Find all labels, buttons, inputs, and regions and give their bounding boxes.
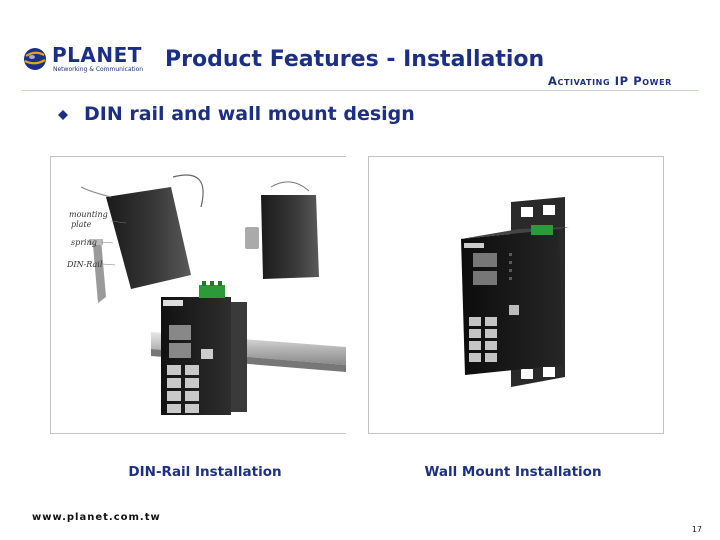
label-din-rail: DIN-Rail bbox=[66, 260, 103, 269]
label-mounting-plate: mounting bbox=[69, 210, 108, 219]
din-rail-photo: mounting plate spring DIN-Rail bbox=[50, 156, 346, 434]
logo-wordmark: PLANET bbox=[52, 43, 142, 67]
globe-icon bbox=[24, 48, 46, 70]
diamond-bullet-icon bbox=[58, 110, 68, 120]
planet-logo: PLANET Networking & Communication bbox=[22, 44, 143, 78]
page-number: 17 bbox=[691, 525, 702, 534]
caption-wall-mount: Wall Mount Installation bbox=[424, 464, 602, 480]
slide-title: Product Features - Installation bbox=[165, 47, 545, 72]
label-spring: spring bbox=[71, 238, 97, 247]
brand-tagline: Activating IP Power bbox=[548, 74, 672, 88]
logo-tagline: Networking & Communication bbox=[53, 66, 144, 73]
title-divider bbox=[22, 90, 698, 91]
bullet-text: DIN rail and wall mount design bbox=[84, 103, 415, 125]
footer-url: www.planet.com.tw bbox=[32, 512, 161, 523]
svg-text:plate: plate bbox=[71, 220, 92, 229]
wall-mount-photo bbox=[368, 156, 664, 434]
caption-din-rail: DIN-Rail Installation bbox=[128, 464, 282, 480]
